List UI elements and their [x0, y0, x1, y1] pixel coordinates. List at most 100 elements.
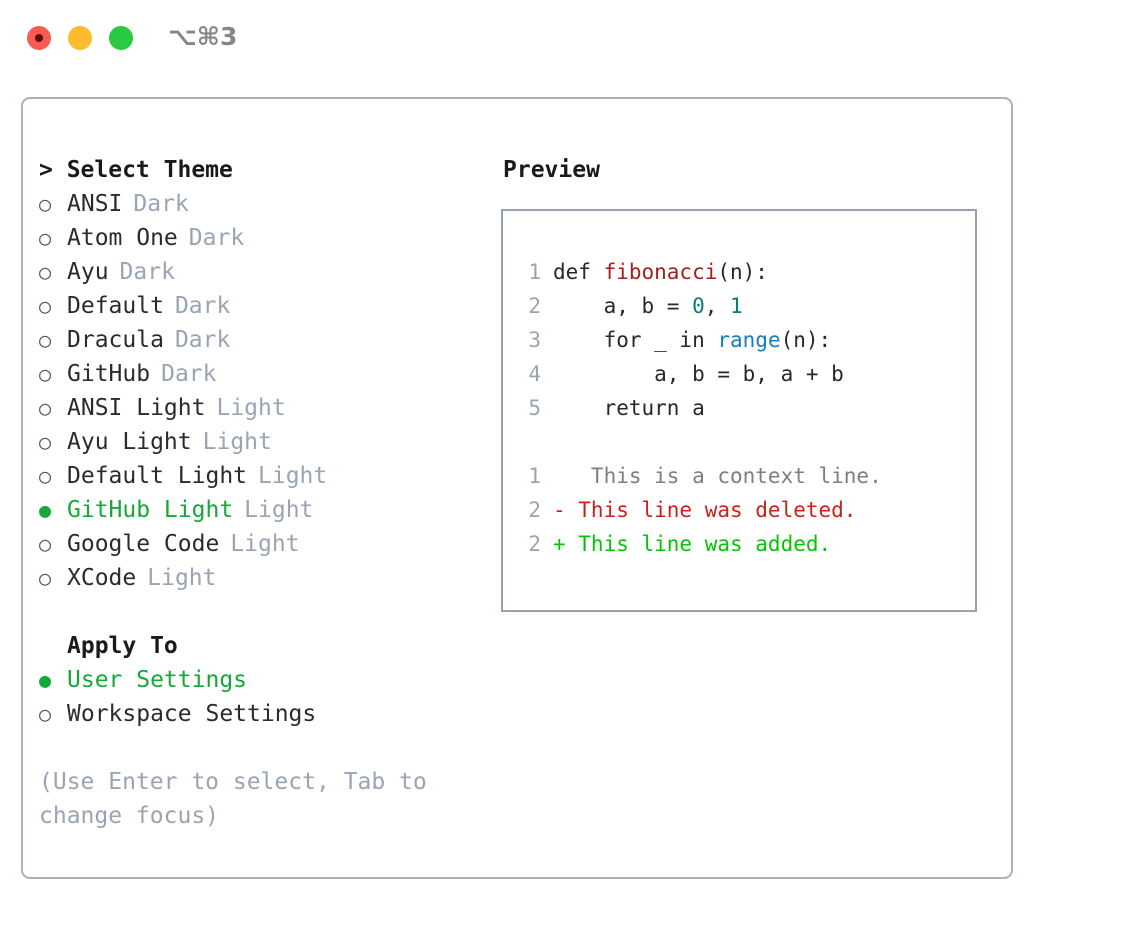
radio-unselected-icon: ○	[39, 566, 52, 590]
radio-selected-icon: ●	[39, 498, 52, 522]
theme-option-name: XCode	[67, 565, 137, 591]
code-line-text: for _ in range(n):	[553, 323, 832, 357]
theme-option-ayu[interactable]: ○ Ayu Dark	[39, 255, 479, 289]
theme-option-kind: Dark	[133, 191, 189, 217]
code-token-num: 1	[730, 294, 743, 318]
code-line-number: 3	[528, 328, 541, 352]
theme-option-atom-one[interactable]: ○ Atom One Dark	[39, 221, 479, 255]
theme-option-kind: Dark	[174, 293, 231, 319]
theme-option-ayu-light[interactable]: ○ Ayu Light Light	[39, 425, 479, 459]
theme-option-kind: Light	[202, 429, 272, 455]
code-token-call: range	[717, 328, 781, 352]
code-line-number: 4	[528, 362, 541, 386]
apply-to-option-name: Workspace Settings	[67, 701, 317, 727]
apply-to-option-name: User Settings	[67, 667, 248, 693]
title-bar: ⌥⌘3	[0, 0, 1140, 78]
keyboard-shortcut-label: ⌥⌘3	[168, 22, 238, 51]
diff-line-number: 2	[528, 498, 541, 522]
code-gap	[517, 425, 882, 459]
code-line: 4 a, b = b, a + b	[517, 357, 882, 391]
code-token-func: fibonacci	[603, 260, 718, 284]
code-token-plain: def	[553, 260, 604, 284]
theme-option-name: Ayu	[67, 259, 109, 285]
theme-option-default[interactable]: ○ Default Dark	[39, 289, 479, 323]
radio-unselected-icon: ○	[39, 260, 52, 284]
diff-line-number: 1	[528, 464, 541, 488]
diff-line-number: 2	[528, 532, 541, 556]
theme-option-ansi[interactable]: ○ ANSI Dark	[39, 187, 479, 221]
theme-option-kind: Light	[258, 463, 328, 489]
radio-unselected-icon: ○	[39, 430, 52, 454]
radio-unselected-icon: ○	[39, 702, 52, 726]
apply-to-heading: Apply To	[67, 633, 178, 659]
theme-option-name: Google Code	[67, 531, 220, 557]
theme-option-name: Default Light	[67, 463, 248, 489]
code-token-plain: (n):	[717, 260, 768, 284]
radio-unselected-icon: ○	[39, 328, 52, 352]
code-token-plain: a, b = b, a + b	[553, 362, 844, 386]
theme-option-name: Default	[67, 293, 164, 319]
code-token-num: 0	[692, 294, 705, 318]
select-theme-heading: > Select Theme	[39, 157, 233, 183]
theme-option-default-light[interactable]: ○ Default Light Light	[39, 459, 479, 493]
theme-option-name: Atom One	[67, 225, 178, 251]
theme-option-name: ANSI Light	[67, 395, 206, 421]
code-line-text: def fibonacci(n):	[553, 255, 768, 289]
theme-option-kind: Dark	[161, 361, 217, 387]
diff-line-deleted: 2- This line was deleted.	[517, 493, 882, 527]
minimize-window-button[interactable]	[68, 26, 92, 50]
radio-unselected-icon: ○	[39, 294, 52, 318]
diff-line-added: 2 + This line was added.	[517, 527, 882, 561]
theme-option-xcode[interactable]: ○ XCode Light	[39, 561, 479, 595]
theme-option-kind: Light	[147, 565, 217, 591]
theme-option-name: GitHub Light	[67, 497, 234, 523]
code-line-number: 2	[528, 294, 541, 318]
radio-unselected-icon: ○	[39, 464, 52, 488]
close-window-button[interactable]	[27, 26, 51, 50]
theme-option-name: ANSI	[67, 191, 123, 217]
code-line-number: 1	[528, 260, 541, 284]
diff-line-context: 1 This is a context line.	[517, 459, 882, 493]
preview-heading: Preview	[503, 157, 600, 183]
theme-option-kind: Light	[216, 395, 286, 421]
code-line: 3 for _ in range(n):	[517, 323, 882, 357]
theme-option-name: Ayu Light	[67, 429, 192, 455]
code-line: 2 a, b = 0, 1	[517, 289, 882, 323]
radio-unselected-icon: ○	[39, 226, 52, 250]
keyboard-hint: (Use Enter to select, Tab to change focu…	[39, 769, 427, 829]
code-token-plain: for _ in	[553, 328, 718, 352]
diff-line-text: + This line was added.	[553, 532, 832, 556]
radio-unselected-icon: ○	[39, 532, 52, 556]
traffic-lights	[27, 26, 133, 50]
theme-option-google-code[interactable]: ○ Google Code Light	[39, 527, 479, 561]
diff-line-text: This is a context line.	[553, 464, 882, 488]
radio-unselected-icon: ○	[39, 192, 52, 216]
theme-option-kind: Light	[244, 497, 314, 523]
apply-to-option-workspace-settings[interactable]: ○ Workspace Settings	[39, 697, 479, 731]
list-spacer	[39, 595, 479, 629]
theme-option-ansi-light[interactable]: ○ ANSI Light Light	[39, 391, 479, 425]
code-line: 5 return a	[517, 391, 882, 425]
diff-sample: 1 This is a context line.2- This line wa…	[517, 459, 882, 561]
radio-unselected-icon: ○	[39, 396, 52, 420]
code-token-plain: (n):	[780, 328, 832, 352]
code-token-plain: a, b =	[553, 294, 693, 318]
apply-to-list: ●User Settings ○ Workspace Settings	[39, 663, 479, 731]
theme-option-kind: Dark	[119, 259, 175, 285]
theme-option-kind: Dark	[188, 225, 245, 251]
code-token-plain: return a	[553, 396, 705, 420]
theme-option-name: Dracula	[67, 327, 164, 353]
theme-option-github-light[interactable]: ● GitHub Light Light	[39, 493, 479, 527]
maximize-window-button[interactable]	[109, 26, 133, 50]
apply-to-option-user-settings[interactable]: ●User Settings	[39, 663, 479, 697]
theme-option-kind: Light	[230, 531, 300, 557]
